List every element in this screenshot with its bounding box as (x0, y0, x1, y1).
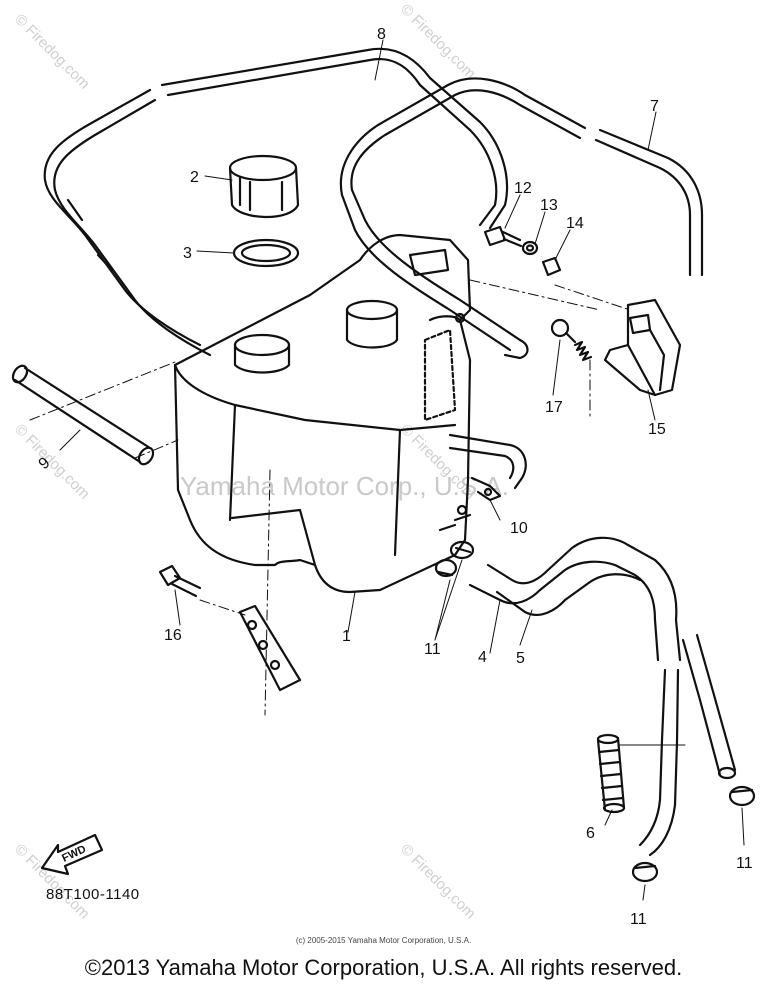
callout-11-bottom: 11 (630, 911, 647, 928)
bracket-15 (603, 298, 682, 397)
washer-13 (521, 240, 539, 256)
parts-diagram: © Firedog.com © Firedog.com © Firedog.co… (11, 1, 756, 928)
watermark-top-center: © Firedog.com (397, 1, 479, 83)
callout-6: 6 (586, 825, 595, 842)
mount-plate (238, 604, 302, 692)
callout-8: 8 (377, 26, 386, 43)
callout-13: 13 (540, 197, 558, 214)
callout-3: 3 (183, 245, 192, 262)
clip-10 (470, 476, 502, 502)
callout-15: 15 (648, 421, 666, 438)
lower-hoses (638, 633, 737, 857)
callout-12: 12 (514, 180, 532, 197)
callout-5: 5 (516, 650, 525, 667)
callout-11-tank: 11 (424, 641, 441, 658)
part-number: 88T100-1140 (46, 886, 140, 903)
vent-hose (448, 433, 527, 490)
callout-labels: 1 2 3 4 5 6 7 8 9 10 11 11 11 12 13 14 1… (36, 26, 753, 928)
fuel-tank-1 (173, 233, 472, 594)
collar-14 (541, 256, 562, 277)
callout-14: 14 (566, 215, 584, 232)
callout-4: 4 (478, 649, 487, 666)
callout-16: 16 (164, 627, 182, 644)
bolt-16 (158, 564, 202, 598)
watermark-group: © Firedog.com © Firedog.com © Firedog.co… (11, 1, 509, 923)
callout-11-right: 11 (736, 855, 753, 872)
tube-9 (11, 364, 155, 466)
watermark-bottom-center: © Firedog.com (397, 841, 479, 923)
watermark-top-left: © Firedog.com (11, 11, 93, 93)
hose-8 (43, 47, 509, 357)
fwd-arrow-icon (40, 833, 104, 876)
callout-1: 1 (342, 628, 351, 645)
bolt-12 (483, 225, 523, 248)
leader-lines (59, 39, 745, 901)
grommet-6 (596, 733, 626, 814)
callout-2: 2 (190, 169, 199, 186)
callout-7: 7 (650, 98, 659, 115)
callout-10: 10 (510, 520, 528, 537)
fuel-cap-2 (228, 154, 300, 219)
watermark-center-text: Yamaha Motor Corp., U.S.A. (180, 471, 509, 501)
phantom-lines (29, 279, 631, 716)
bolt-17 (550, 318, 593, 362)
small-copyright: (c) 2005-2015 Yamaha Motor Corporation, … (295, 936, 472, 945)
copyright-notice: ©2013 Yamaha Motor Corporation, U.S.A. A… (84, 955, 683, 980)
watermark-left: © Firedog.com (11, 421, 93, 503)
gasket-3 (232, 238, 300, 268)
clamps-11 (434, 540, 756, 883)
callout-17: 17 (545, 399, 563, 416)
hose-4-5 (468, 536, 682, 662)
